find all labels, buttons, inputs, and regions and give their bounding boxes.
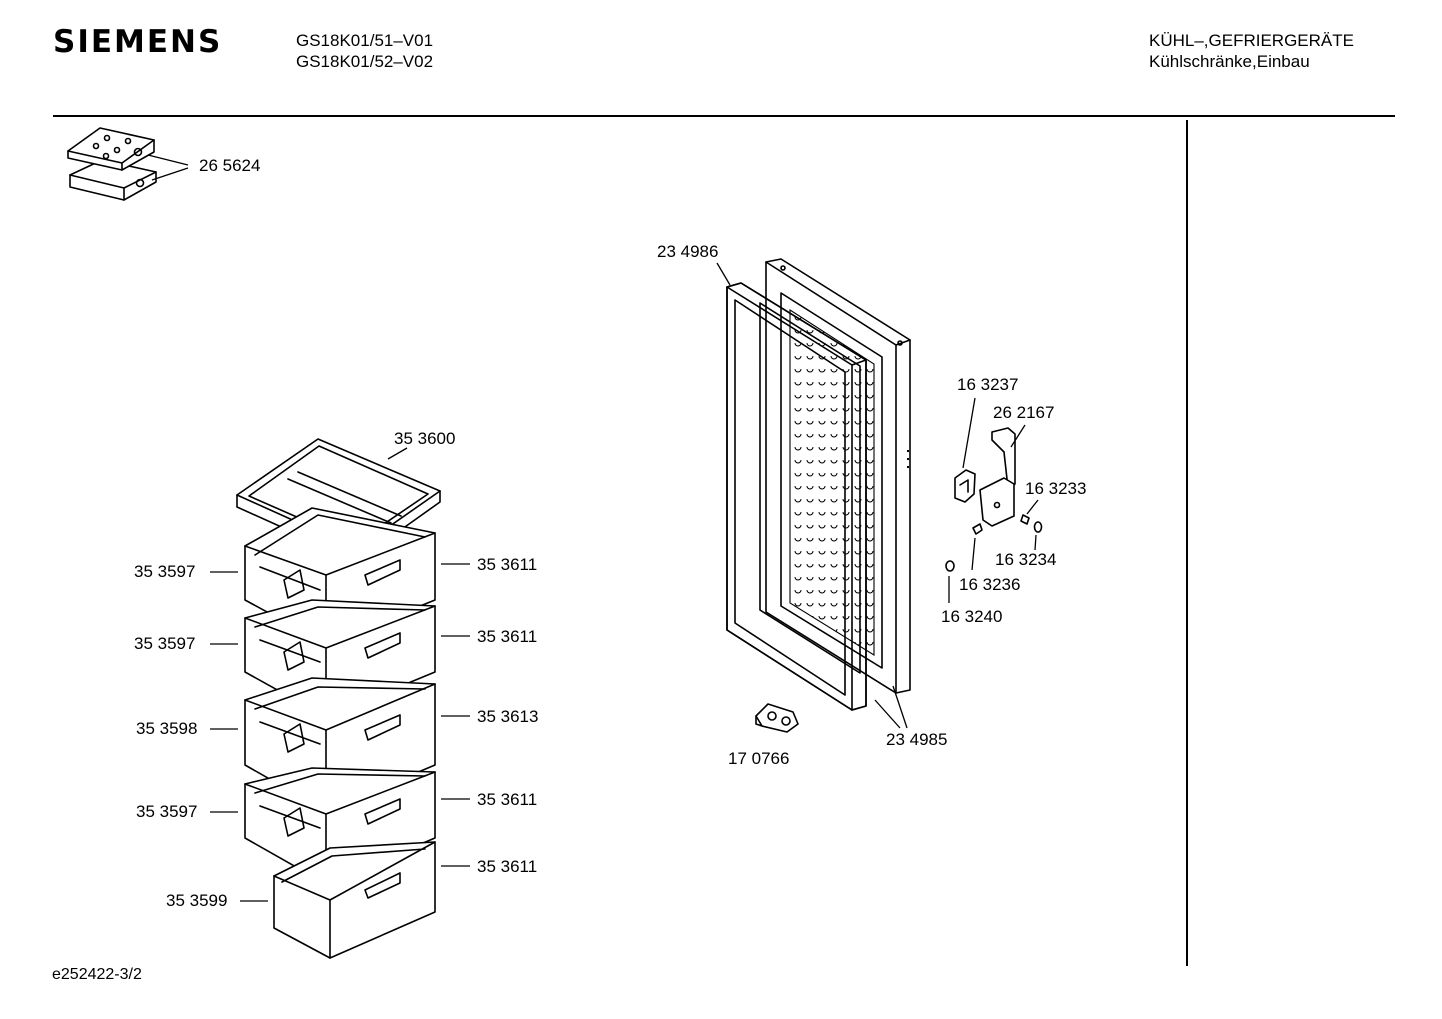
category-subtitle: Kühlschränke,Einbau [1149, 52, 1310, 71]
brand-logo: SIEMENS [53, 24, 223, 60]
hinge-parts-drawing [945, 397, 1043, 603]
appliance-category: KÜHL–,GEFRIERGERÄTE Kühlschränke,Einbau [1149, 30, 1354, 72]
cold-packs-drawing [67, 127, 189, 201]
category-title: KÜHL–,GEFRIERGERÄTE [1149, 31, 1354, 50]
part-label-door-seal-lower: 23 4985 [886, 730, 948, 749]
part-label-drawer-left: 35 3597 [134, 634, 196, 653]
part-label-drawer-right: 35 3611 [477, 555, 538, 574]
part-label-drawer-left: 35 3597 [136, 802, 198, 821]
part-label-screw: 16 3233 [1025, 479, 1087, 498]
part-label-washer: 16 3234 [995, 550, 1057, 569]
part-label-drawer-right: 35 3611 [477, 857, 538, 876]
part-label-drawer-right: 35 3611 [477, 627, 538, 646]
drawers-drawing [210, 507, 470, 959]
model-number: GS18K01/51–V01 [296, 31, 434, 50]
part-label-drawer-left: 35 3598 [136, 719, 198, 738]
part-label-tray: 35 3600 [394, 429, 456, 448]
model-list: GS18K01/51–V01 GS18K01/52–V02 [296, 30, 433, 72]
part-label-drawer-right: 35 3613 [477, 707, 539, 726]
part-label-hinge-bracket: 26 2167 [993, 403, 1055, 422]
door-drawing [716, 258, 911, 729]
drawer-5 [273, 841, 436, 959]
part-label-cap: 16 3240 [941, 607, 1003, 626]
hinge-clip-drawing [755, 703, 799, 733]
part-label-drawer-left: 35 3599 [166, 891, 228, 910]
part-label-cold-packs: 26 5624 [199, 156, 261, 175]
part-label-drawer-right: 35 3611 [477, 790, 538, 809]
part-label-hinge-clip: 17 0766 [728, 749, 790, 768]
part-label-drawer-left: 35 3597 [134, 562, 196, 581]
part-label-door-seal: 23 4986 [657, 242, 719, 261]
document-id: e252422-3/2 [52, 966, 142, 983]
part-label-bushing: 16 3236 [959, 575, 1021, 594]
model-number: GS18K01/52–V02 [296, 52, 434, 71]
part-label-hinge: 16 3237 [957, 375, 1019, 394]
